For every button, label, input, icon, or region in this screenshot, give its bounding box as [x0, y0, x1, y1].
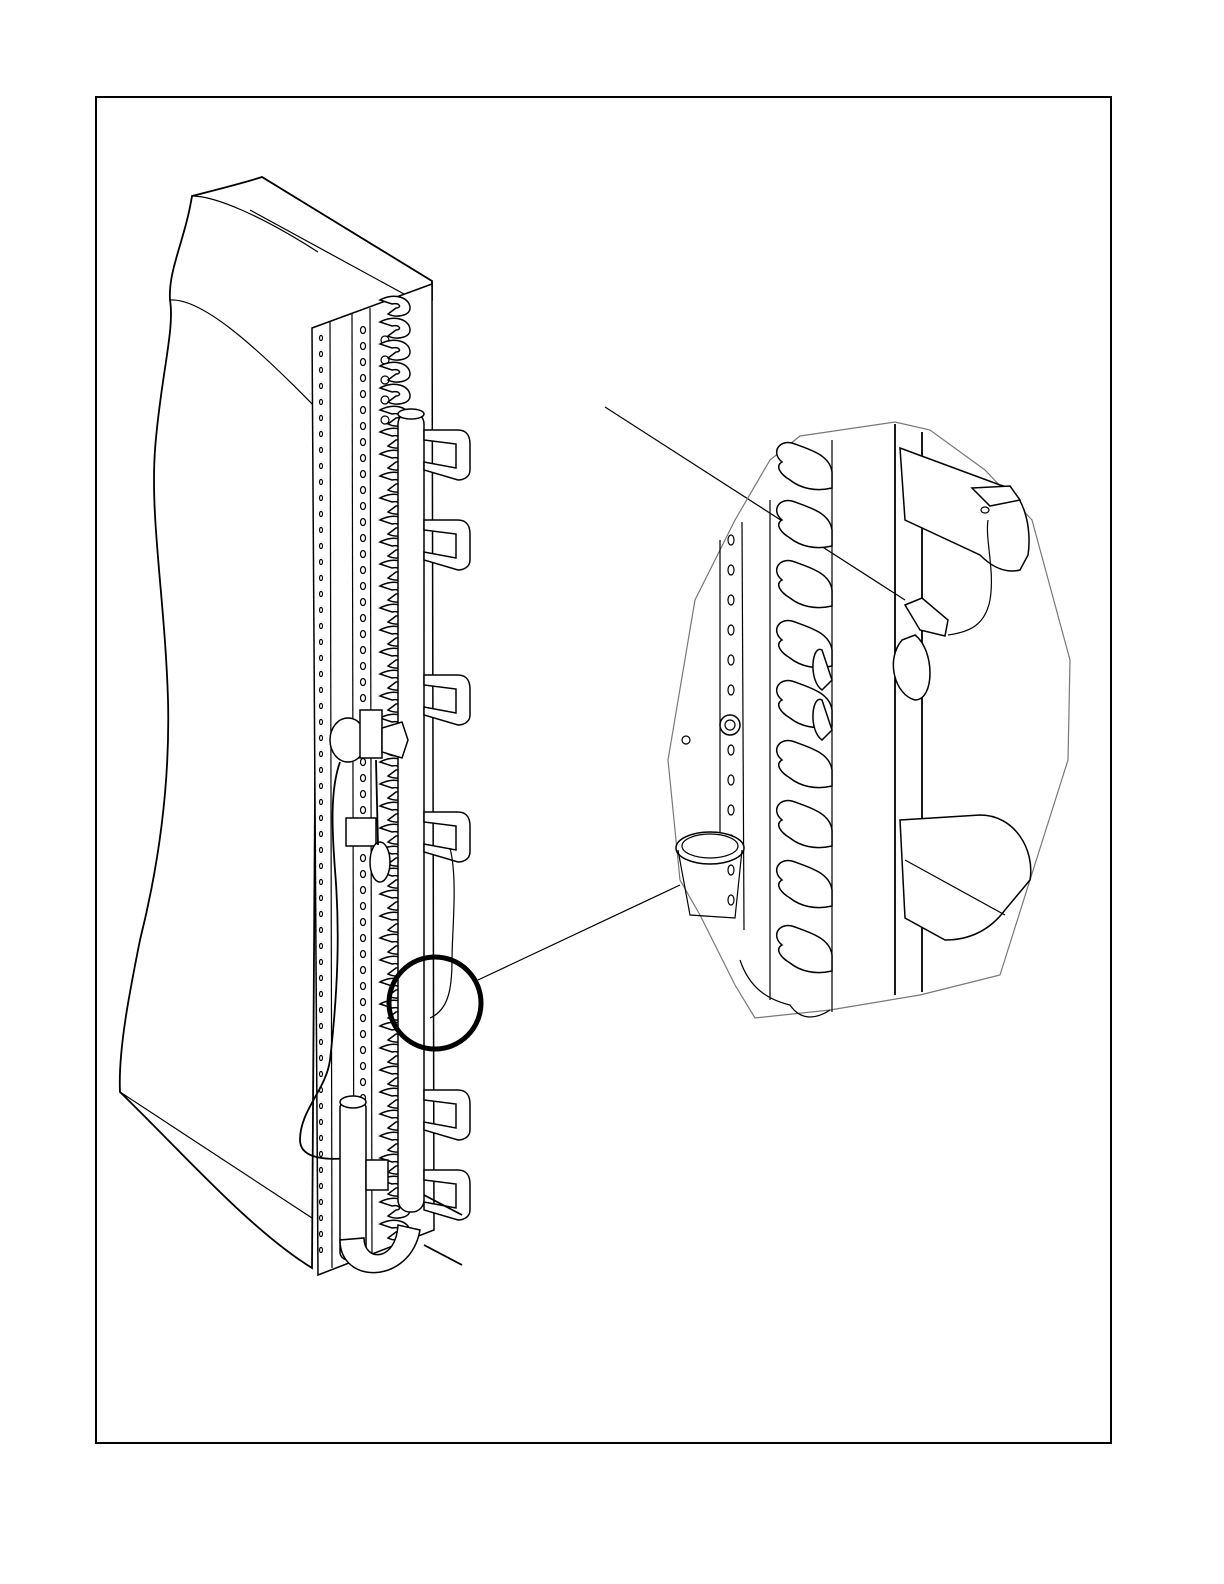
detail-hole [728, 745, 734, 755]
detail-hole [728, 535, 734, 545]
detail-hole [728, 865, 734, 875]
leader-lines [478, 407, 905, 980]
detail-nut [682, 715, 740, 744]
detail-hole [728, 565, 734, 575]
detail-outlet [676, 832, 744, 918]
detail-bend [777, 861, 832, 908]
detail-bend [777, 801, 832, 848]
detail-hole [728, 655, 734, 665]
detail-hole [728, 595, 734, 605]
detail-hole [728, 685, 734, 695]
detail-view [668, 422, 1070, 1018]
detail-return-bends [777, 443, 832, 973]
detail-bend [777, 501, 832, 548]
detail-hole [728, 805, 734, 815]
detail-bend [777, 926, 832, 973]
detail-header [895, 424, 1031, 995]
suction-header [398, 409, 424, 1212]
detail-bend [777, 443, 832, 490]
detail-hole [728, 895, 734, 905]
detail-bend [777, 561, 832, 608]
detail-hole [728, 775, 734, 785]
detail-hole [728, 625, 734, 635]
detail-bend [777, 741, 832, 788]
header-brace [424, 1245, 462, 1265]
